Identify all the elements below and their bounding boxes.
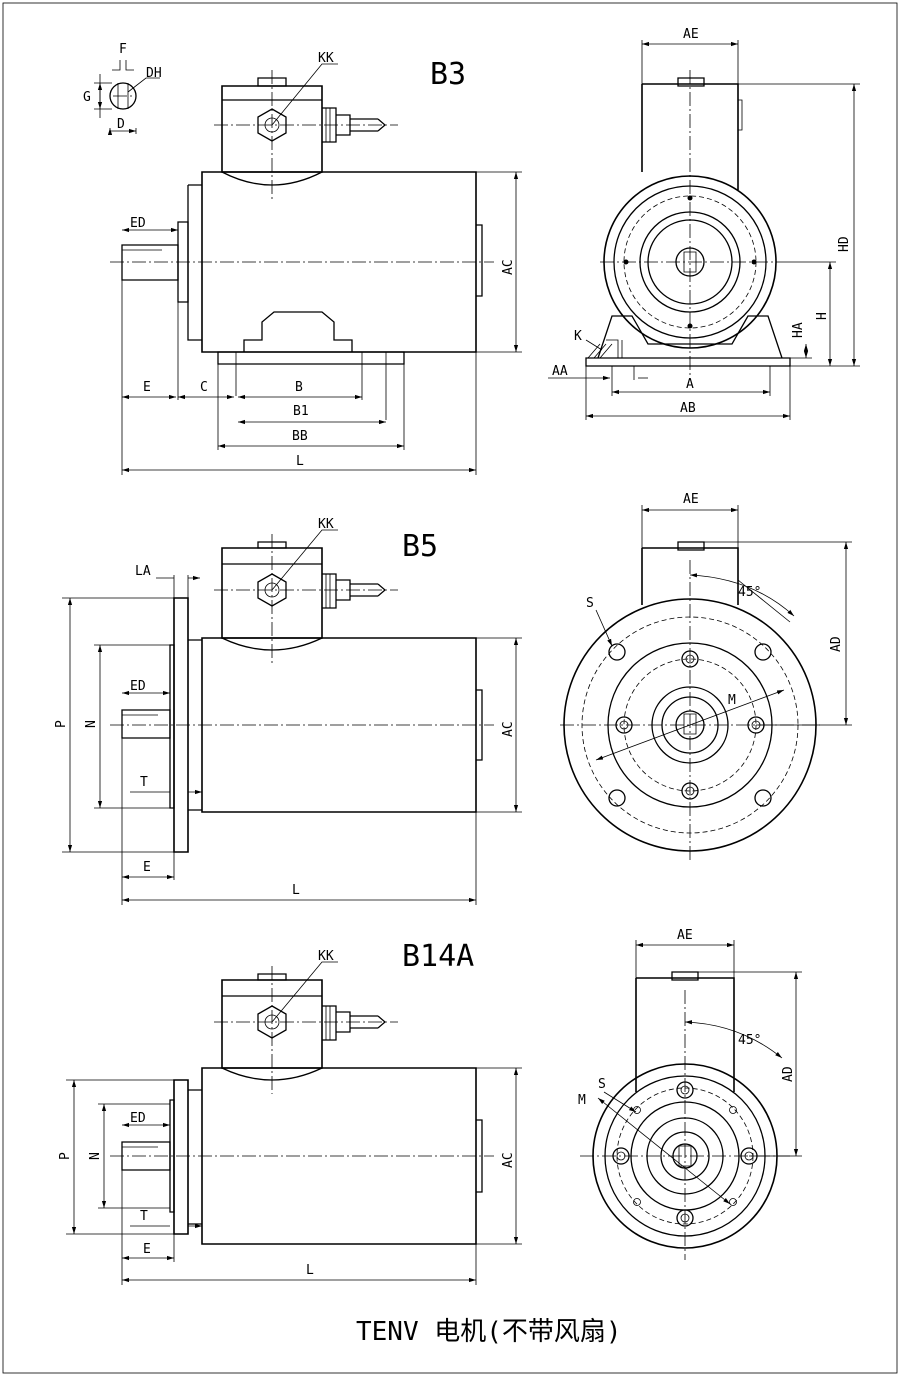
- b14a-label-p: P: [58, 1152, 73, 1160]
- b3-label-ed: ED: [130, 216, 146, 231]
- b5-end-label-s: S: [586, 596, 594, 611]
- b14a-end-label-s: S: [598, 1077, 606, 1092]
- b3-label-ac: AC: [501, 259, 516, 275]
- b3-end-label-k: K: [574, 329, 582, 344]
- b3-end-label-ab: AB: [680, 401, 696, 416]
- b14a-label-ed: ED: [130, 1111, 146, 1126]
- b3-end-label-hd: HD: [837, 236, 852, 252]
- b3-label-l: L: [296, 454, 304, 469]
- b3-end-label-a: A: [686, 377, 694, 392]
- b3-end-view: AE HD H HA K AA A AB: [548, 27, 860, 420]
- b5-label-n: N: [84, 720, 99, 728]
- b3-view-title: B3: [430, 57, 466, 92]
- b14a-end-view: AE 45° S M AD: [578, 928, 802, 1260]
- b5-label-ed: ED: [130, 679, 146, 694]
- b3-label-e: E: [143, 380, 151, 395]
- b5-label-ac: AC: [501, 721, 516, 737]
- b14a-label-t: T: [140, 1209, 148, 1224]
- label-g: G: [83, 90, 91, 105]
- b14a-shaft: [121, 1141, 171, 1171]
- b5-label-t: T: [140, 775, 148, 790]
- b3-end-label-ha: HA: [791, 322, 806, 338]
- b5-label-e: E: [143, 860, 151, 875]
- b5-side-view: KK LA ED P N T E AC L B5: [54, 517, 522, 905]
- b14a-end-label-ae: AE: [677, 928, 693, 943]
- b5-end-label-angle: 45°: [738, 585, 761, 600]
- b5-label-p: P: [54, 720, 69, 728]
- b3-label-kk: KK: [318, 51, 334, 66]
- b5-label-kk: KK: [318, 517, 334, 532]
- b5-end-label-m: M: [728, 693, 736, 708]
- b3-end-label-h: H: [815, 312, 830, 320]
- b3-side-view: F DH G D: [83, 42, 522, 475]
- b3-label-c: C: [200, 380, 208, 395]
- b14a-label-ac: AC: [501, 1152, 516, 1168]
- drawing-title: TENV 电机(不带风扇): [356, 1317, 622, 1347]
- label-f: F: [119, 42, 127, 57]
- b5-end-label-ae: AE: [683, 492, 699, 507]
- b5-view-title: B5: [402, 529, 438, 564]
- label-d: D: [117, 117, 125, 132]
- b14a-label-n: N: [88, 1152, 103, 1160]
- b3-end-label-ae: AE: [683, 27, 699, 42]
- b5-end-label-ad: AD: [829, 636, 844, 652]
- b14a-flange: [173, 1079, 189, 1235]
- b5-shaft: [121, 709, 171, 739]
- b3-label-bb: BB: [292, 429, 308, 444]
- b14a-end-label-m: M: [578, 1093, 586, 1108]
- b14a-label-e: E: [143, 1242, 151, 1257]
- b5-label-l: L: [292, 883, 300, 898]
- b14a-end-label-ad: AD: [781, 1066, 796, 1082]
- b14a-view-title: B14A: [402, 939, 474, 974]
- shaft-section-detail: F DH G D: [83, 42, 162, 134]
- b5-end-view: AE 45° S AD M: [560, 492, 852, 860]
- b3-end-label-aa: AA: [552, 364, 568, 379]
- b3-label-b1: B1: [293, 404, 309, 419]
- b14a-side-view: KK ED P N T E AC L B14A: [58, 939, 522, 1285]
- b14a-end-label-angle: 45°: [738, 1033, 761, 1048]
- label-dh: DH: [146, 66, 162, 81]
- b14a-label-l: L: [306, 1263, 314, 1278]
- b5-label-la: LA: [135, 564, 151, 579]
- b3-label-b: B: [295, 380, 303, 395]
- b14a-label-kk: KK: [318, 949, 334, 964]
